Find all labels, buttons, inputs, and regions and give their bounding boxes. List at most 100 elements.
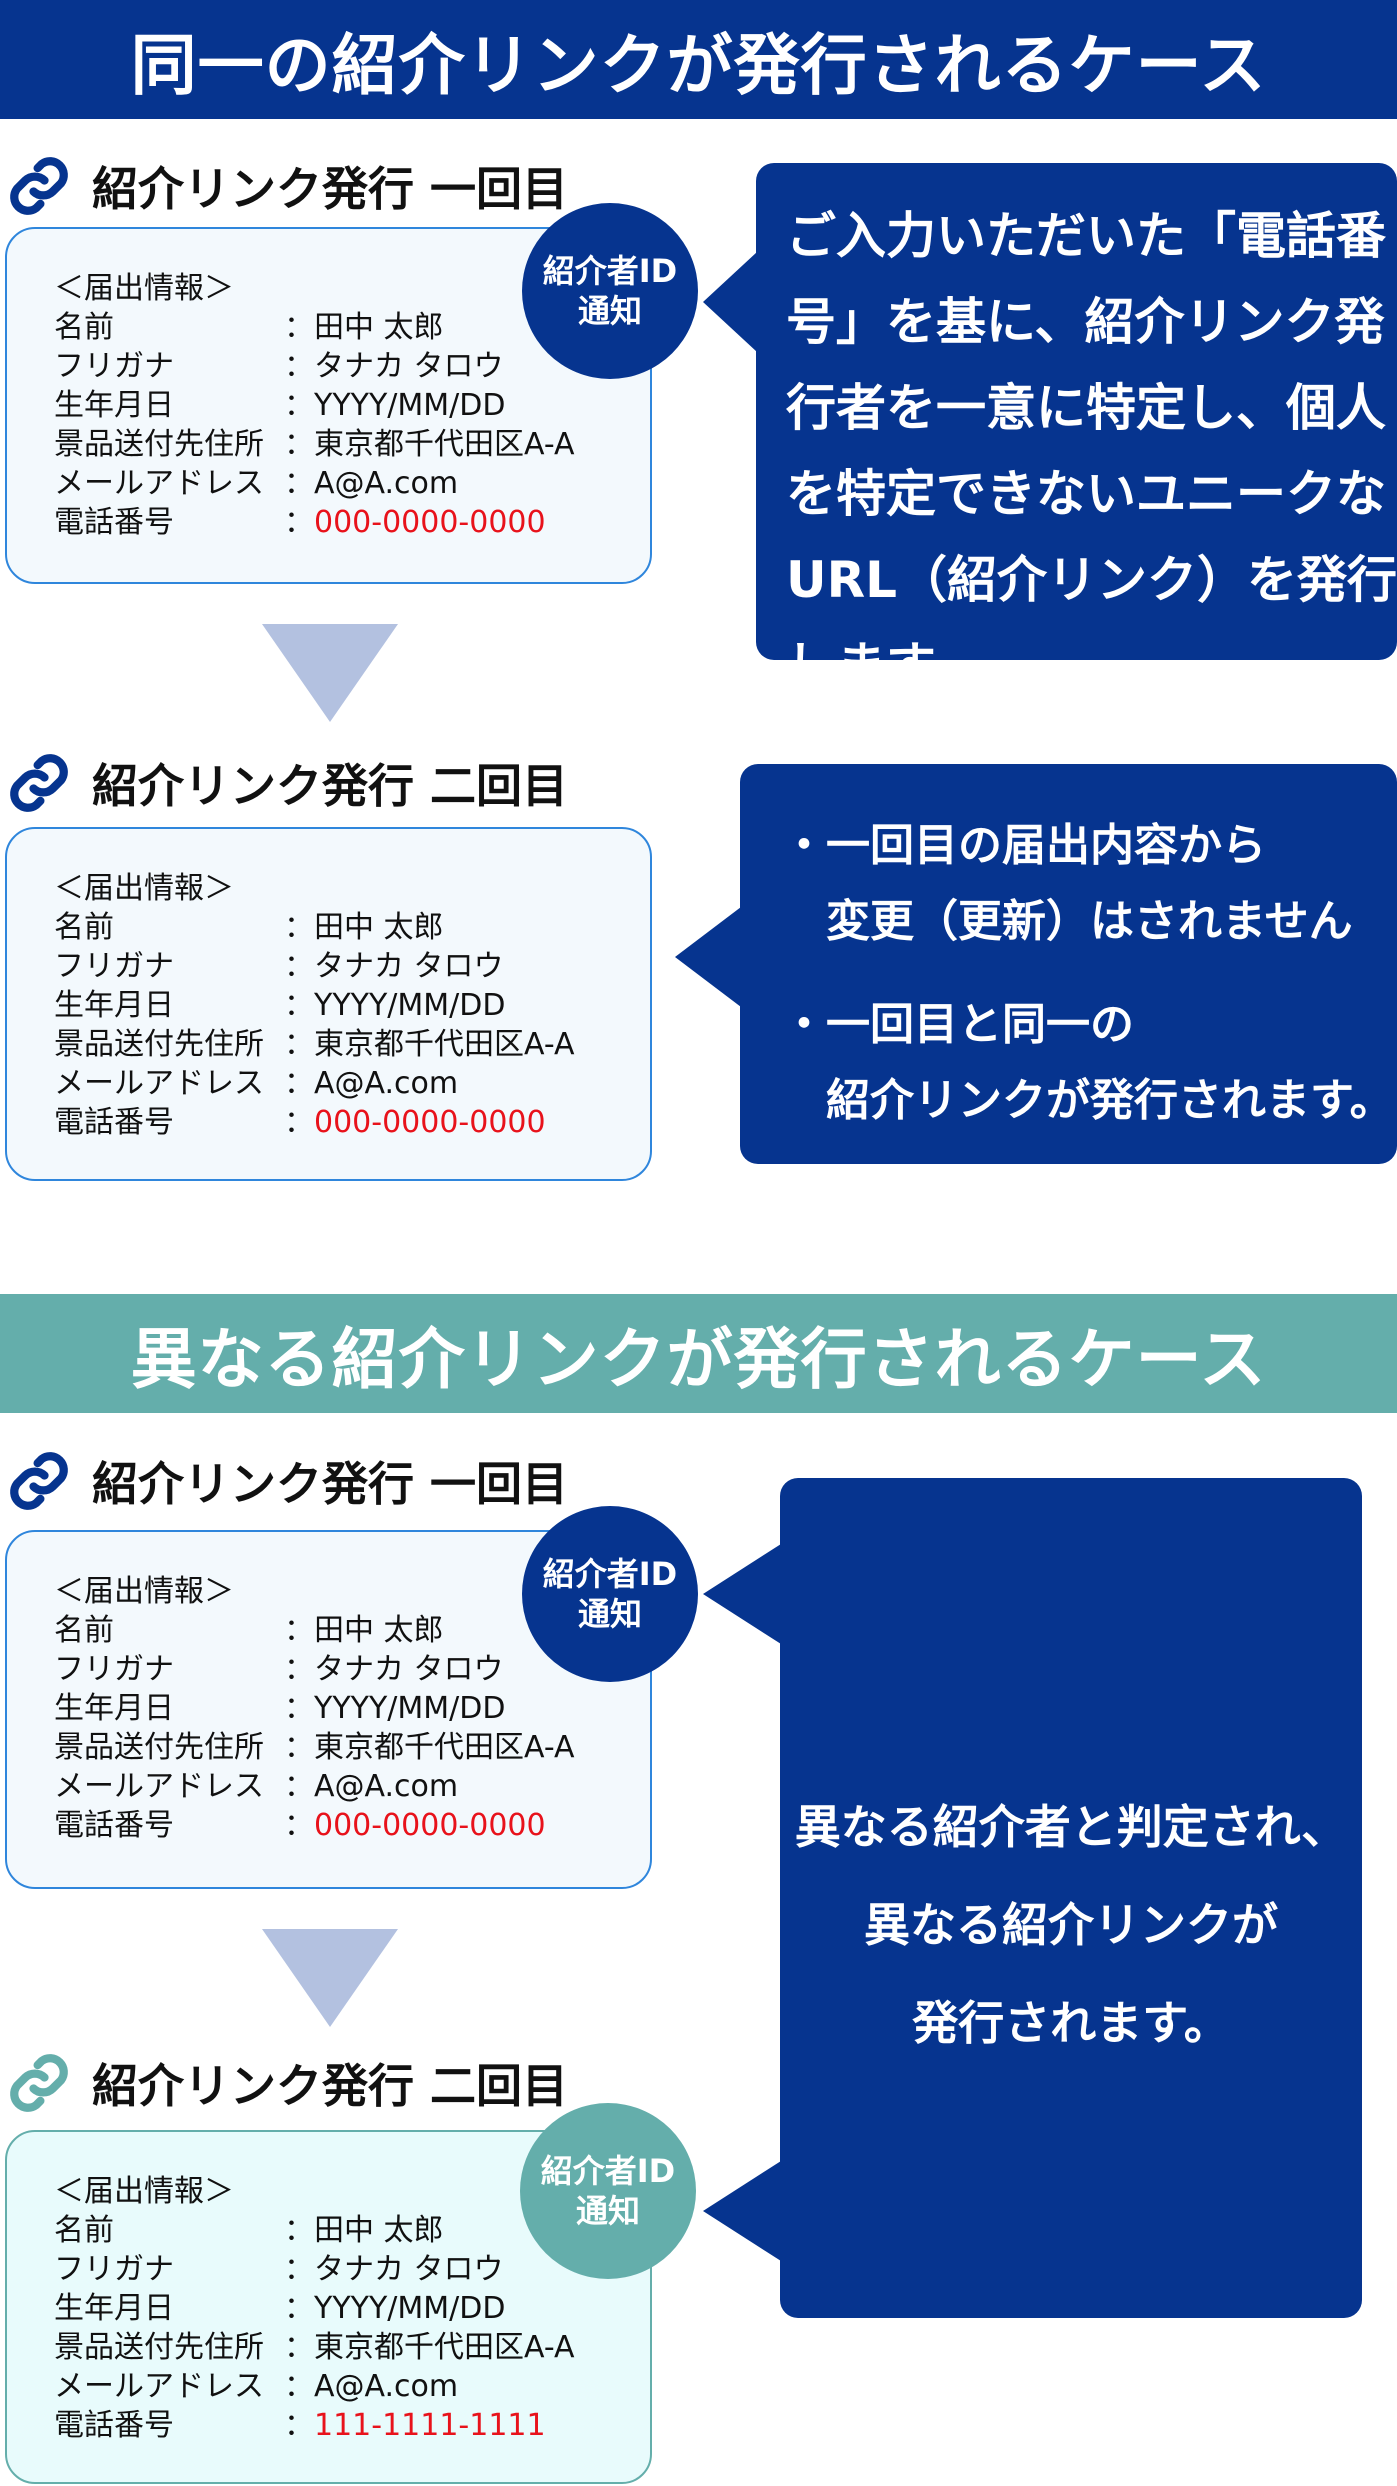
callout-line: 発行されます。 xyxy=(912,1996,1230,2050)
field-separator: ： xyxy=(284,310,314,345)
callout-line: 号」を基に、紹介リンク発 xyxy=(786,293,1385,351)
form-row: メールアドレス：A@A.com xyxy=(54,1064,575,1103)
form-header-row: ＜届出情報＞ xyxy=(54,269,575,308)
callout-pointer xyxy=(703,252,757,352)
field-separator: ： xyxy=(284,2252,314,2287)
form-row: フリガナ：タナカ タロウ xyxy=(54,947,575,986)
field-value: 田中 太郎 xyxy=(314,2213,444,2248)
field-label: 景品送付先住所 xyxy=(54,2330,264,2365)
form-row: 生年月日：YYYY/MM/DD xyxy=(54,986,575,1025)
form-header: ＜届出情報＞ xyxy=(54,871,234,906)
callout-line: ・一回目と同一の xyxy=(782,999,1134,1050)
field-value: 000-0000-0000 xyxy=(314,505,546,540)
field-separator: ： xyxy=(284,1105,314,1140)
form-row: 生年月日：YYYY/MM/DD xyxy=(54,1689,575,1728)
field-value: A@A.com xyxy=(314,466,459,501)
heading-text: 紹介リンク発行 一回目 xyxy=(92,1457,569,1511)
field-label: 電話番号 xyxy=(54,505,174,540)
field-separator: ： xyxy=(284,427,314,462)
callout-line: ご入力いただいた「電話番 xyxy=(786,207,1386,265)
callout-explanation: ご入力いただいた「電話番 号」を基に、紹介リンク発 行者を一意に特定し、個人 を… xyxy=(756,163,1397,695)
form-header-row: ＜届出情報＞ xyxy=(54,2172,575,2211)
heading-second-issue: 紹介リンク発行 二回目 xyxy=(6,748,568,818)
callout-result: 異なる紹介者と判定され、 異なる紹介リンクが 発行されます。 xyxy=(780,1478,1362,2318)
field-value: A@A.com xyxy=(314,1769,459,1804)
form-rows: ＜届出情報＞名前：田中 太郎フリガナ：タナカ タロウ生年月日：YYYY/MM/D… xyxy=(54,1572,575,1845)
field-label: 名前 xyxy=(54,310,114,345)
field-separator: ： xyxy=(284,1027,314,1062)
field-label: メールアドレス xyxy=(54,1769,264,1804)
form-row: 名前：田中 太郎 xyxy=(54,2211,575,2250)
field-separator: ： xyxy=(284,1808,314,1843)
field-label: 電話番号 xyxy=(54,1808,174,1843)
field-value: 111-1111-1111 xyxy=(314,2408,546,2443)
field-value: A@A.com xyxy=(314,2369,459,2404)
field-separator: ： xyxy=(284,2213,314,2248)
form-header-row: ＜届出情報＞ xyxy=(54,869,575,908)
heading-first-issue: 紹介リンク発行 一回目 xyxy=(6,1446,568,1516)
field-value: 田中 太郎 xyxy=(314,910,444,945)
field-label: フリガナ xyxy=(54,2252,174,2287)
callout-line: 変更（更新）はされません xyxy=(782,896,1353,947)
field-value: タナカ タロウ xyxy=(314,1652,504,1687)
field-separator: ： xyxy=(284,349,314,384)
link-icon xyxy=(10,2054,68,2112)
field-separator: ： xyxy=(284,949,314,984)
down-arrow xyxy=(262,1929,398,2027)
field-value: 000-0000-0000 xyxy=(314,1105,546,1140)
field-separator: ： xyxy=(284,1066,314,1101)
field-separator: ： xyxy=(284,2291,314,2326)
badge-line: 紹介者ID xyxy=(542,1555,678,1593)
field-label: 景品送付先住所 xyxy=(54,1730,264,1765)
field-label: 電話番号 xyxy=(54,2408,174,2443)
field-value: タナカ タロウ xyxy=(314,349,504,384)
form-row: フリガナ：タナカ タロウ xyxy=(54,1650,575,1689)
field-value: YYYY/MM/DD xyxy=(314,1691,506,1726)
form-row: 生年月日 ：YYYY/MM/DD xyxy=(54,386,575,425)
callout-notes: ・一回目の届出内容から 変更（更新）はされません ・一回目と同一の 紹介リンクが… xyxy=(740,764,1397,1164)
callout-line: 紹介リンクが発行されます。 xyxy=(782,1075,1394,1126)
form-row: メールアドレス：A@A.com xyxy=(54,464,575,503)
field-separator: ： xyxy=(284,2330,314,2365)
badge-line: 紹介者ID xyxy=(540,2152,676,2190)
field-value: タナカ タロウ xyxy=(314,2252,504,2287)
field-separator: ： xyxy=(284,505,314,540)
field-separator: ： xyxy=(284,1730,314,1765)
form-row: 電話番号：000-0000-0000 xyxy=(54,1103,575,1142)
form-row: 景品送付先住所：東京都千代田区A-A xyxy=(54,1025,575,1064)
callout-line: します。 xyxy=(786,637,981,695)
field-value: YYYY/MM/DD xyxy=(314,388,506,423)
form-row: フリガナ ：タナカ タロウ xyxy=(54,2250,575,2289)
field-value: 田中 太郎 xyxy=(314,310,444,345)
field-value: 田中 太郎 xyxy=(314,1613,444,1648)
field-separator: ： xyxy=(284,388,314,423)
heading-text: 紹介リンク発行 二回目 xyxy=(92,2059,569,2113)
section-banner-different-link: 異なる紹介リンクが発行されるケース xyxy=(0,1294,1397,1413)
field-separator: ： xyxy=(284,466,314,501)
heading-first-issue: 紹介リンク発行 一回目 xyxy=(6,151,568,221)
form-row: 景品送付先住所：東京都千代田区A-A xyxy=(54,425,575,464)
badge-line: 通知 xyxy=(575,2192,640,2230)
form-rows: ＜届出情報＞名前：田中 太郎フリガナ：タナカ タロウ生年月日：YYYY/MM/D… xyxy=(54,269,575,542)
callout-line: URL（紹介リンク）を発行 xyxy=(786,551,1397,609)
form-header: ＜届出情報＞ xyxy=(54,2174,234,2209)
form-card: ＜届出情報＞名前：田中 太郎フリガナ：タナカ タロウ生年月日：YYYY/MM/D… xyxy=(5,827,652,1181)
field-separator: ： xyxy=(284,1613,314,1648)
form-rows: ＜届出情報＞名前：田中 太郎フリガナ：タナカ タロウ生年月日：YYYY/MM/D… xyxy=(54,869,575,1142)
field-separator: ： xyxy=(284,988,314,1023)
heading-text: 紹介リンク発行 一回目 xyxy=(92,162,569,216)
form-row: 景品送付先住所：東京都千代田区A-A xyxy=(54,2328,575,2367)
link-icon xyxy=(10,754,68,812)
field-value: YYYY/MM/DD xyxy=(314,988,506,1023)
callout-pointer xyxy=(703,1544,781,1644)
field-label: 生年月日 xyxy=(54,1691,174,1726)
field-value: 000-0000-0000 xyxy=(314,1808,546,1843)
field-label: メールアドレス xyxy=(54,1066,264,1101)
field-label: 生年月日 xyxy=(54,388,174,423)
callout-pointer xyxy=(703,2161,781,2261)
field-separator: ： xyxy=(284,910,314,945)
form-row: 名前 ：田中 太郎 xyxy=(54,308,575,347)
form-header-row: ＜届出情報＞ xyxy=(54,1572,575,1611)
